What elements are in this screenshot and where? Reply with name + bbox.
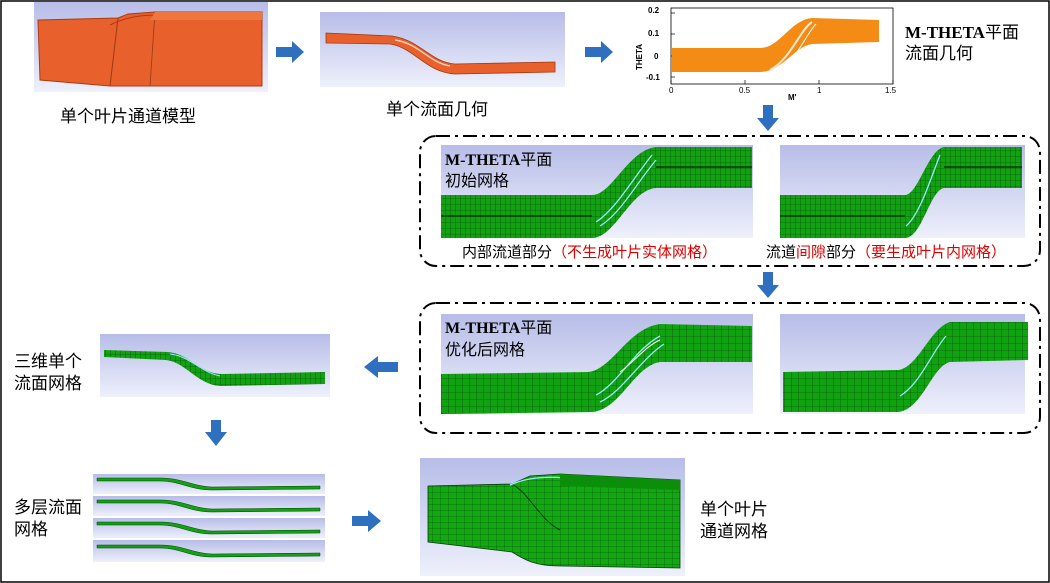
optimized-mesh-title-line2: 优化后网格 (445, 340, 526, 359)
inner-passage-caption-black: 内部流道部分 (462, 243, 553, 261)
3d-stream-surface-mesh-image (100, 334, 330, 397)
multilayer-label-line2: 网格 (14, 520, 48, 540)
arrow-multilayer-to-final (352, 510, 381, 532)
optimized-mesh-title-bold: M-THETA (445, 320, 521, 337)
xtick-label: 1 (817, 86, 822, 95)
xtick-label: 0.5 (739, 86, 751, 95)
initial-mesh-title-rest: 平面 (520, 150, 553, 169)
gap-caption-red-2: （要生成叶片内网格） (856, 243, 1007, 261)
xtick-label: 1.5 (885, 86, 897, 95)
final-blade-passage-mesh-image (420, 458, 685, 576)
final-mesh-label-line1: 单个叶片 (700, 500, 768, 520)
initial-mesh-title-bold: M-THETA (445, 152, 521, 169)
step3-label-line2: 流面几何 (905, 44, 973, 64)
optimized-mesh-group-box (419, 302, 1041, 434)
m-theta-plot: 0.2 0.1 0 -0.1 0 0.5 1 1.5 M' THETA (635, 6, 897, 102)
step3-label-bold: M-THETA (905, 23, 985, 42)
arrow-initial-to-optimized (757, 272, 779, 298)
stream-surface-geometry-image (320, 12, 565, 87)
step2-label: 单个流面几何 (386, 100, 488, 120)
blade-passage-model-image (34, 2, 268, 92)
optimized-mesh-left-image (441, 314, 753, 414)
initial-mesh-group-box (419, 135, 1041, 267)
optimized-mesh-title-rest: 平面 (520, 318, 553, 337)
multilayer-label-line1: 多层流面 (14, 498, 82, 518)
ytick-label: 0 (654, 52, 659, 61)
optimized-mesh-right-image (780, 314, 1028, 414)
xtick-label: 0 (669, 86, 674, 95)
final-mesh-label-line2: 通道网格 (700, 522, 768, 542)
3d-mesh-label-line2: 流面网格 (14, 374, 82, 394)
optimized-mesh-title-line1: M-THETA平面 (445, 318, 552, 339)
initial-mesh-title-line1: M-THETA平面 (445, 150, 552, 171)
gap-caption-black-1: 流道 (766, 243, 797, 261)
gap-caption: 流道间隙部分（要生成叶片内网格） (766, 242, 1006, 263)
arrow-plot-to-initial-mesh (757, 105, 779, 131)
initial-mesh-title-line2: 初始网格 (445, 171, 510, 190)
inner-passage-caption-red: （不生成叶片实体网格） (552, 243, 718, 261)
step3-label-rest: 平面 (984, 23, 1019, 43)
plot-xlabel: M' (788, 93, 797, 102)
arrow-3d-to-multilayer (205, 420, 227, 446)
step1-label: 单个叶片通道模型 (60, 107, 196, 127)
step3-label-line1: M-THETA平面 (905, 22, 1019, 44)
arrow-step2-to-step3 (585, 41, 613, 63)
ytick-label: -0.1 (646, 73, 660, 82)
3d-mesh-label-line1: 三维单个 (14, 352, 82, 372)
initial-mesh-gap-image (780, 145, 1025, 238)
plot-ylabel: THETA (635, 44, 644, 70)
ytick-label: 0.1 (648, 29, 660, 38)
multilayer-stream-surface-image (93, 474, 325, 562)
arrow-optimized-to-3d (364, 356, 398, 378)
gap-caption-black-2: 部分 (826, 243, 857, 261)
inner-passage-caption: 内部流道部分（不生成叶片实体网格） (462, 242, 717, 263)
arrow-step1-to-step2 (276, 41, 304, 63)
initial-mesh-inner-passage-image (441, 145, 753, 238)
ytick-label: 0.2 (648, 6, 660, 15)
gap-caption-red-1: 间隙 (796, 243, 827, 261)
